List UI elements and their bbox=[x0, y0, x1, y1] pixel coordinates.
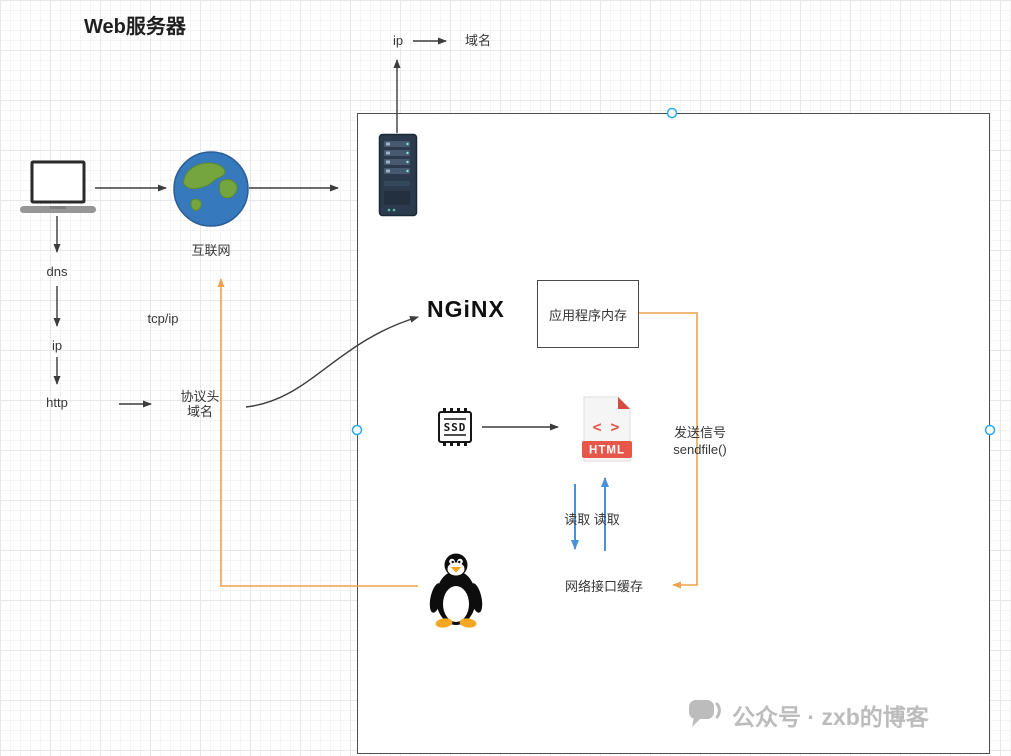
label-ip-left: ip bbox=[51, 338, 63, 353]
speech-bubble-icon bbox=[686, 700, 722, 730]
orange-path-memory-to-netcache bbox=[637, 312, 698, 589]
code-icon: < > bbox=[592, 418, 619, 436]
handle-left-middle[interactable] bbox=[351, 424, 363, 436]
app-memory-label: 应用程序内存 bbox=[548, 307, 627, 323]
handle-right-middle[interactable] bbox=[984, 424, 996, 436]
page-title: Web服务器 bbox=[84, 16, 186, 38]
label-sendfile-line2: sendfile() bbox=[673, 442, 727, 457]
linux-tux-icon[interactable] bbox=[424, 552, 488, 633]
label-protocol-line2: 域名 bbox=[186, 404, 214, 419]
label-internet: 互联网 bbox=[191, 243, 231, 258]
watermark: 公众号 · zxb的博客 bbox=[686, 698, 929, 732]
curve-protocol-to-nginx bbox=[245, 315, 419, 408]
blue-connectors bbox=[571, 477, 609, 551]
label-http: http bbox=[46, 395, 68, 410]
watermark-text: 公众号 · zxb的博客 bbox=[732, 704, 929, 730]
nginx-logo[interactable]: NGiNX bbox=[427, 296, 505, 322]
label-domain-top: 域名 bbox=[464, 33, 492, 48]
label-send-signal: 发送信号 sendfile() bbox=[673, 424, 726, 458]
label-protocol-header: 协议头 域名 bbox=[180, 389, 219, 419]
label-dns: dns bbox=[46, 264, 68, 279]
laptop-icon[interactable] bbox=[18, 160, 98, 221]
label-tcpip: tcp/ip bbox=[147, 311, 179, 326]
label-read-read: 读取 读取 bbox=[564, 512, 620, 527]
ssd-label: SSD bbox=[444, 421, 467, 434]
html-file-icon[interactable]: < > HTML bbox=[581, 396, 633, 467]
selection-handles bbox=[351, 107, 996, 436]
label-ip-top: ip bbox=[392, 33, 404, 48]
label-net-cache: 网络接口缓存 bbox=[564, 579, 644, 594]
ssd-icon[interactable]: SSD bbox=[435, 407, 475, 452]
black-connectors bbox=[53, 37, 559, 431]
label-send-signal-line1: 发送信号 bbox=[673, 425, 726, 440]
label-protocol-line1: 协议头 bbox=[180, 389, 220, 404]
server-icon[interactable] bbox=[378, 133, 418, 222]
globe-internet-icon[interactable] bbox=[172, 150, 250, 233]
handle-top-middle[interactable] bbox=[666, 107, 678, 119]
app-memory-box[interactable]: 应用程序内存 bbox=[537, 280, 639, 348]
html-badge-label: HTML bbox=[589, 445, 625, 457]
orange-connectors bbox=[217, 278, 698, 589]
orange-path-linux-to-internet bbox=[217, 278, 418, 587]
